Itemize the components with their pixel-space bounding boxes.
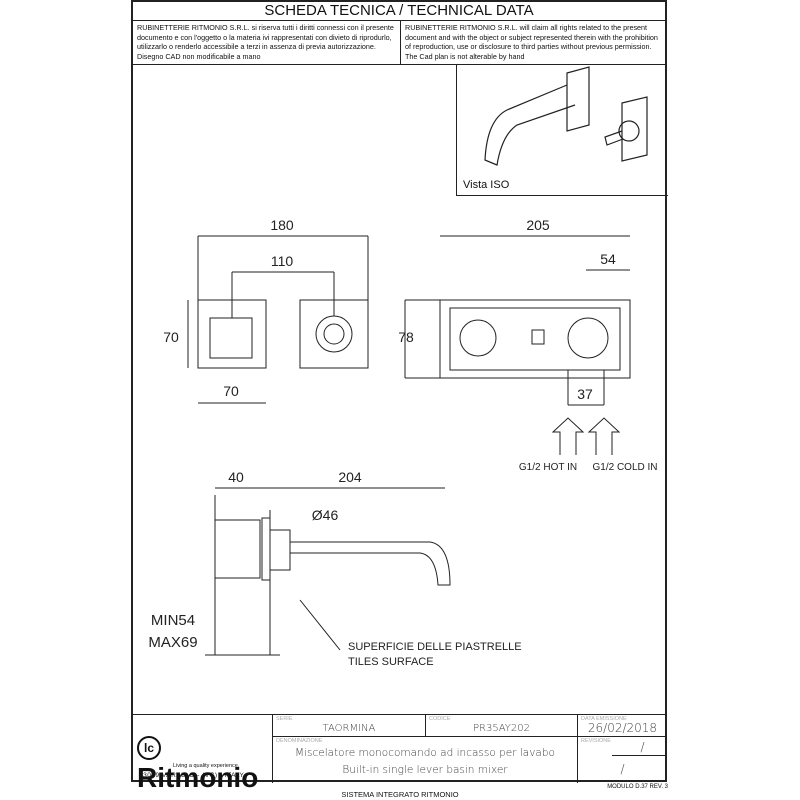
serie-value: TAORMINA: [322, 723, 376, 734]
revision-value-2: /: [620, 762, 625, 776]
description-it: Miscelatore monocomando ad incasso per l…: [295, 747, 555, 759]
tiles-surface-it: SUPERFICIE DELLE PIASTRELLE: [348, 641, 522, 653]
technical-drawing: 180 110 70 70 205 54 78 37 G1/2 HOT IN G…: [148, 217, 657, 668]
data-label: DATA EMISSIONE: [581, 716, 627, 722]
dim-40: 40: [228, 469, 244, 485]
module-revision: MODULO D.37 REV. 3: [607, 784, 668, 790]
max-depth: MAX69: [148, 634, 197, 651]
codice-value: PR35AY202: [473, 723, 530, 734]
description-en: Built-in single lever basin mixer: [342, 764, 508, 776]
codice-label: CODICE: [429, 716, 451, 722]
revision-value: /: [640, 740, 645, 754]
footer-system: SISTEMA INTEGRATO RITMONIO: [341, 790, 459, 799]
title-block: lcRitmonio Living a quality experience. …: [133, 714, 667, 793]
data-value: 26/02/2018: [587, 721, 658, 735]
dim-110: 110: [271, 253, 294, 269]
disclaimer-italian: RUBINETTERIE RITMONIO S.R.L. si riserva …: [133, 20, 401, 65]
cold-inlet-label: G1/2 COLD IN: [592, 462, 657, 473]
cold-inlet-arrow: [587, 417, 621, 455]
revisione-label: REVISIONE: [581, 738, 611, 744]
disclaimer-english: RUBINETTERIE RITMONIO S.R.L. will claim …: [401, 20, 665, 65]
iso-view-box: Vista ISO: [456, 65, 668, 196]
dim-205: 205: [526, 217, 550, 233]
dim-78: 78: [398, 329, 414, 345]
serie-cell: SERIE TAORMINA: [273, 715, 426, 737]
serie-label: SERIE: [276, 716, 293, 722]
dim-54: 54: [600, 251, 616, 267]
dim-70-height: 70: [163, 329, 179, 345]
denominazione-label: DENOMINAZIONE: [276, 738, 323, 744]
min-depth: MIN54: [151, 612, 195, 629]
box-section: [214, 519, 261, 579]
revisione-cell: REVISIONE / /: [578, 737, 667, 783]
drawing-frame: SCHEDA TECNICA / TECHNICAL DATA RUBINETT…: [131, 0, 668, 793]
data-cell: DATA EMISSIONE 26/02/2018: [578, 715, 667, 737]
address: 13019 VARALLO - (VC) - ITALY: [139, 772, 245, 779]
tagline: Living a quality experience.: [173, 763, 240, 769]
brand-logo: lcRitmonio: [137, 730, 272, 794]
dim-204: 204: [338, 469, 362, 485]
hot-inlet-label: G1/2 HOT IN: [519, 462, 577, 473]
brand-name: Ritmonio: [137, 762, 259, 793]
dim-70-width: 70: [223, 383, 239, 399]
hot-inlet-arrow: [551, 417, 585, 455]
iso-view-drawing: [484, 66, 648, 166]
logo-icon: lc: [137, 736, 161, 760]
page-title: SCHEDA TECNICA / TECHNICAL DATA: [133, 2, 665, 21]
tiles-surface-en: TILES SURFACE: [348, 656, 434, 668]
denominazione-cell: DENOMINAZIONE Miscelatore monocomando ad…: [273, 737, 578, 783]
brand-cell: lcRitmonio Living a quality experience. …: [133, 715, 273, 793]
dim-180: 180: [270, 217, 294, 233]
dim-diameter-46: Ø46: [312, 507, 339, 523]
iso-view-label: Vista ISO: [463, 179, 510, 191]
dim-37: 37: [577, 386, 593, 402]
built-in-box: [439, 299, 631, 379]
codice-cell: CODICE PR35AY202: [426, 715, 578, 737]
